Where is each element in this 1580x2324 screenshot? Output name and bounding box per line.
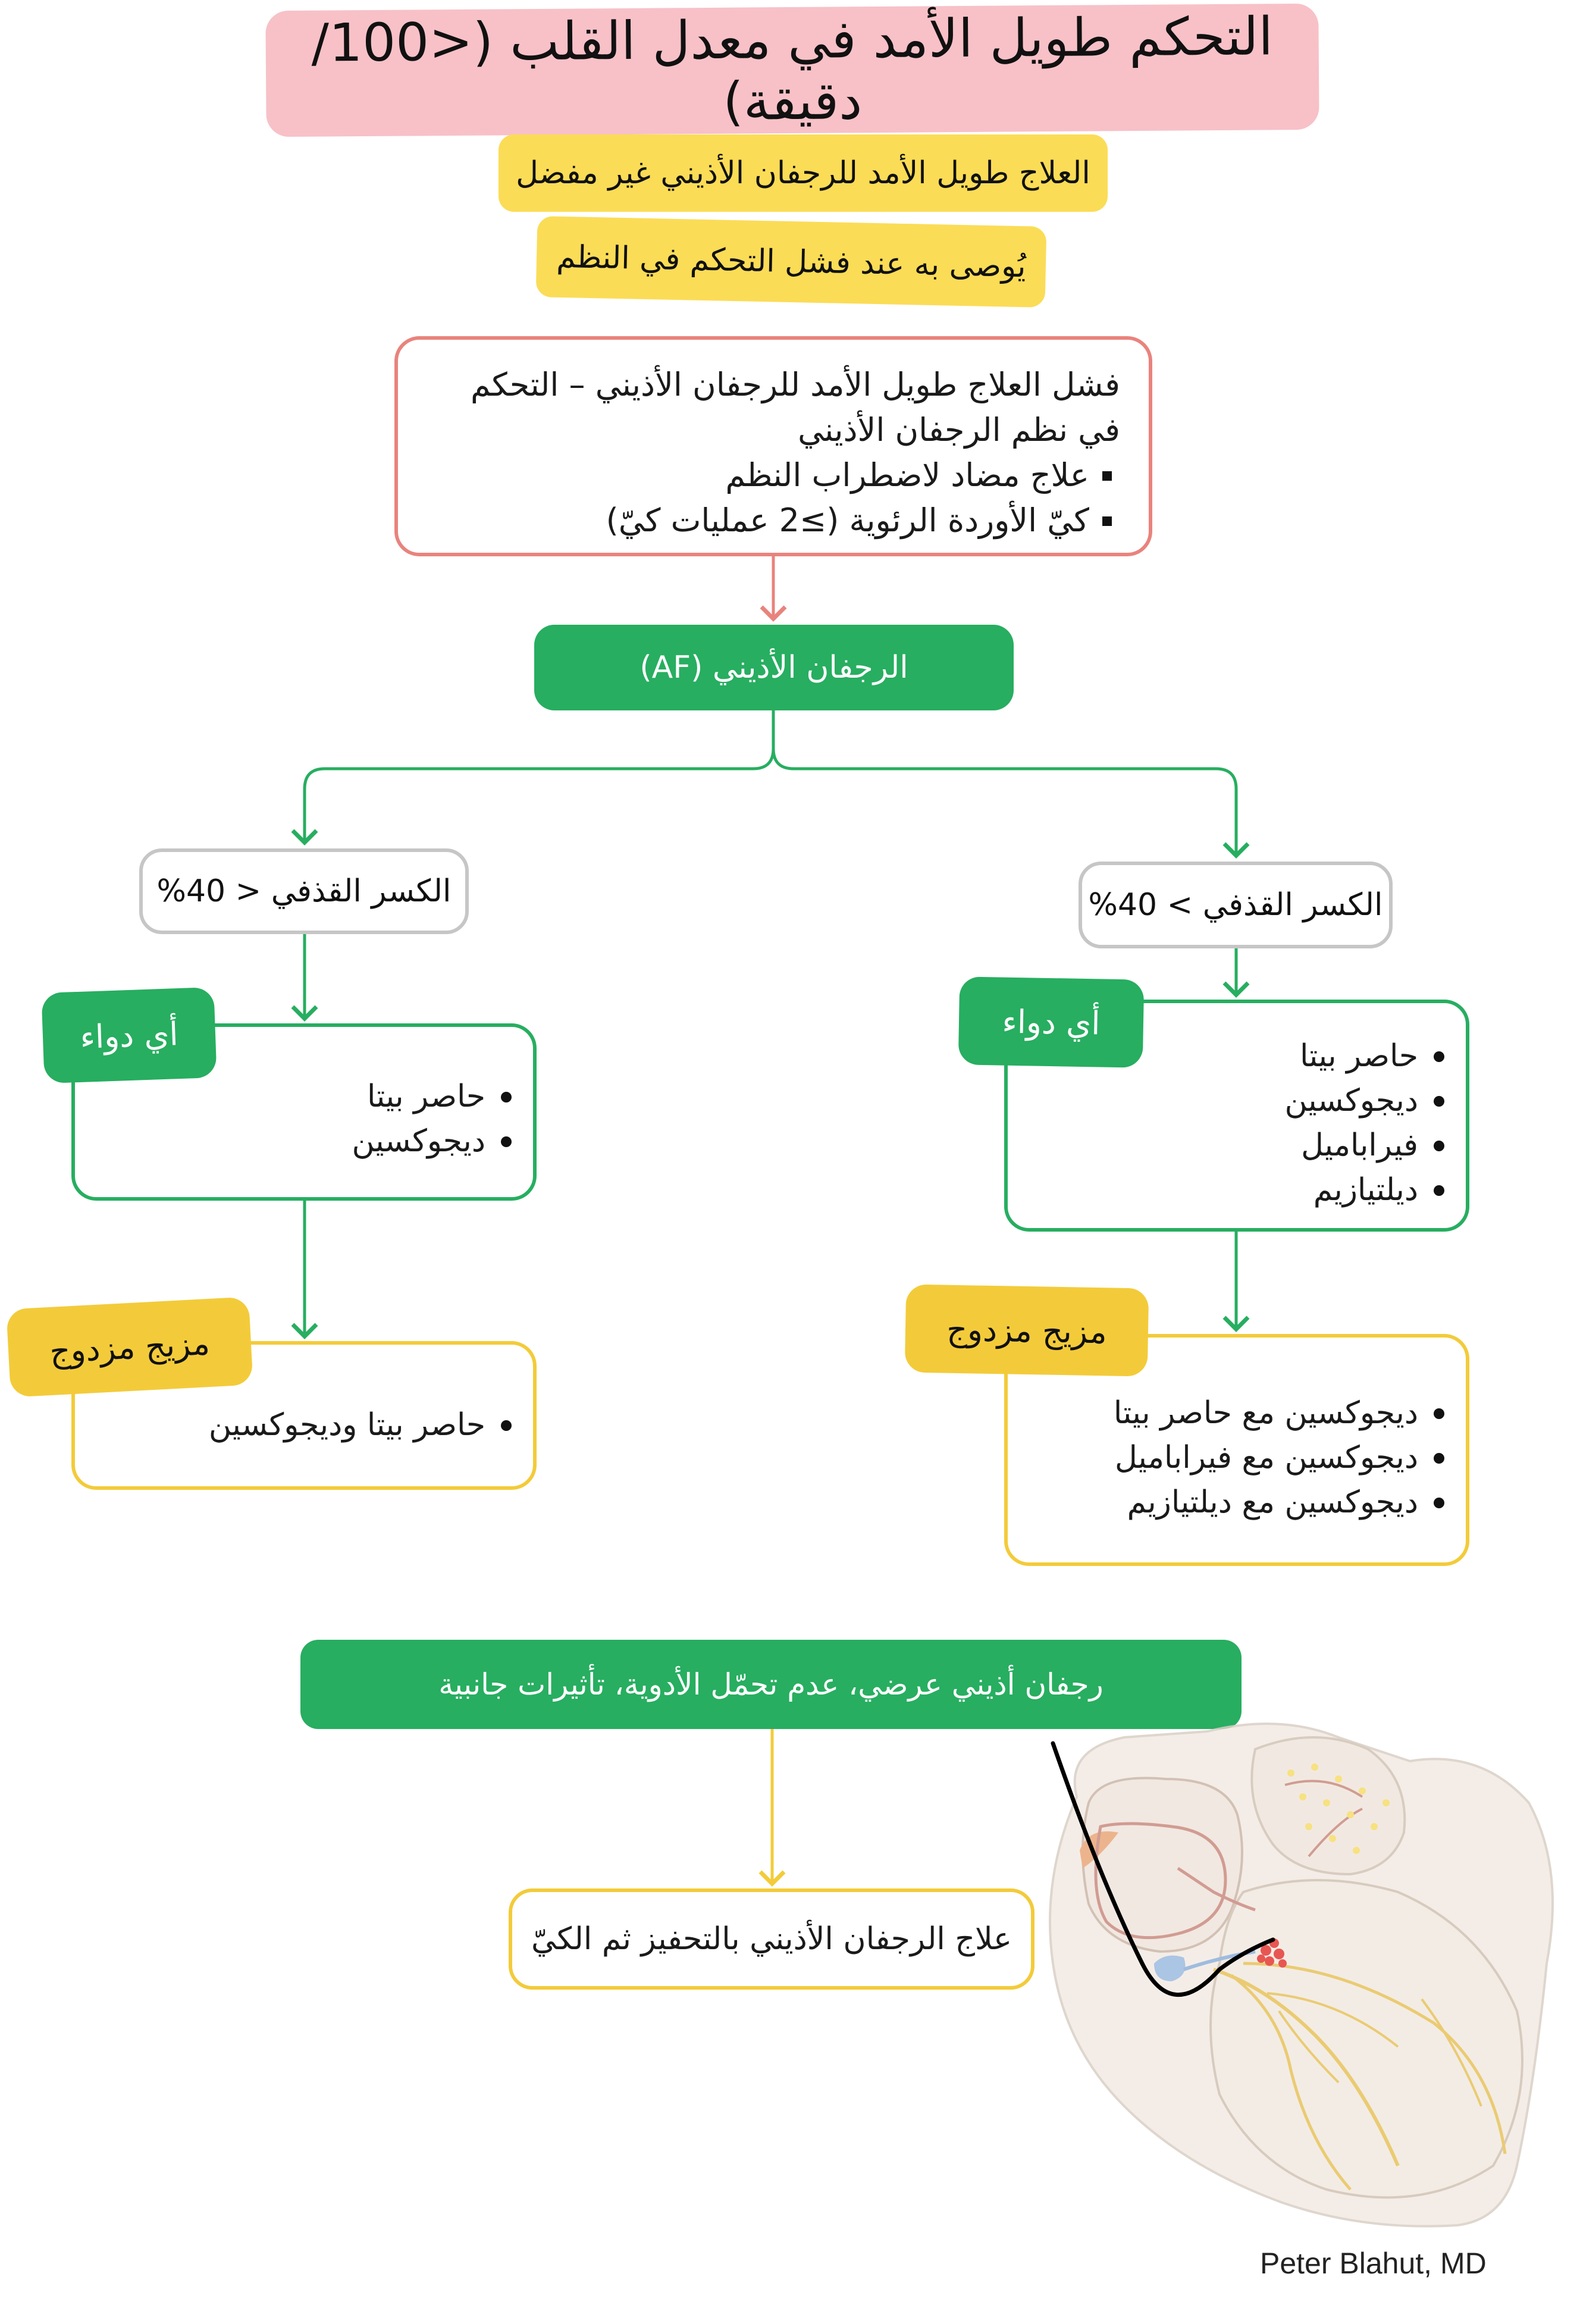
right-drug-item: ديلتيازيم xyxy=(1008,1168,1466,1213)
left-drug-list-box: حاصر بيتا ديجوكسين xyxy=(71,1023,537,1201)
failure-box: فشل العلاج طويل الأمد للرجفان الأذيني – … xyxy=(394,336,1152,556)
arrow-af-to-right xyxy=(772,748,1250,859)
left-any-drug-tag: أي دواء xyxy=(41,986,217,1084)
note-recommended-text: يُوصى به عند فشل التحكم في النظم xyxy=(556,239,1027,285)
af-label: الرجفان الأذيني (AF) xyxy=(639,650,908,685)
left-drug-item: ديجوكسين xyxy=(75,1119,533,1164)
final-label: علاج الرجفان الأذيني بالتحفيز ثم الكيّ xyxy=(531,1921,1012,1957)
failure-item-ablation: كيّ الأوردة الرئوية (≥2 عمليات كيّ) xyxy=(427,498,1112,543)
right-combo-item: ديجوكسين مع فيراباميل xyxy=(1008,1436,1466,1480)
failure-list: علاج مضاد لاضطراب النظم كيّ الأوردة الرئ… xyxy=(427,453,1120,543)
arrow-af-to-left xyxy=(291,710,775,845)
left-drug-item: حاصر بيتا xyxy=(75,1075,533,1119)
left-any-drug-label: أي دواء xyxy=(79,1014,179,1056)
ef-high-node: الكسر القذفي > 40% xyxy=(1079,862,1393,948)
right-drug-item: حاصر بيتا xyxy=(1008,1034,1466,1079)
right-any-drug-tag: أي دواء xyxy=(958,976,1145,1068)
right-dual-combo-label: مزيج مزدوج xyxy=(946,1310,1108,1351)
left-dual-combo-tag: مزيج مزدوج xyxy=(6,1296,253,1398)
symptoms-label: رجفان أذيني عرضي، عدم تحمّل الأدوية، تأث… xyxy=(438,1667,1104,1702)
ef-low-node: الكسر القذفي < 40% xyxy=(139,848,469,934)
ef-high-label: الكسر القذفي > 40% xyxy=(1088,887,1383,923)
left-drug-list: حاصر بيتا ديجوكسين xyxy=(75,1075,533,1164)
right-combo-item: ديجوكسين مع ديلتيازيم xyxy=(1008,1480,1466,1525)
page-title: التحكم طويل الأمد في معدل القلب (<100/دق… xyxy=(265,3,1319,137)
right-any-drug-label: أي دواء xyxy=(1001,1003,1101,1042)
right-dual-combo-tag: مزيج مزدوج xyxy=(904,1284,1149,1377)
right-drug-item: ديجوكسين xyxy=(1008,1079,1466,1123)
author-credit-text: Peter Blahut, MD xyxy=(1260,2247,1487,2280)
af-node: الرجفان الأذيني (AF) xyxy=(534,625,1014,710)
heart-illustration xyxy=(1049,1722,1554,2228)
ef-low-label: الكسر القذفي < 40% xyxy=(156,873,452,909)
note-recommended: يُوصى به عند فشل التحكم في النظم xyxy=(535,216,1047,308)
right-drug-list: حاصر بيتا ديجوكسين فيراباميل ديلتيازيم xyxy=(1008,1034,1466,1213)
final-node: علاج الرجفان الأذيني بالتحفيز ثم الكيّ xyxy=(509,1888,1034,1990)
right-drug-item: فيراباميل xyxy=(1008,1123,1466,1168)
author-credit: Peter Blahut, MD xyxy=(1260,2246,1557,2294)
note-not-preferred: العلاج طويل الأمد للرجفان الأذيني غير مف… xyxy=(499,134,1108,212)
right-combo-list: ديجوكسين مع حاصر بيتا ديجوكسين مع فيرابا… xyxy=(1008,1391,1466,1525)
left-combo-list: حاصر بيتا وديجوكسين xyxy=(75,1403,533,1448)
left-combo-item: حاصر بيتا وديجوكسين xyxy=(75,1403,533,1448)
note-not-preferred-text: العلاج طويل الأمد للرجفان الأذيني غير مف… xyxy=(516,155,1090,191)
symptoms-node: رجفان أذيني عرضي، عدم تحمّل الأدوية، تأث… xyxy=(300,1640,1242,1729)
page-title-text: التحكم طويل الأمد في معدل القلب (<100/دق… xyxy=(311,5,1274,132)
failure-heading: فشل العلاج طويل الأمد للرجفان الأذيني – … xyxy=(471,366,1120,449)
failure-item-antiarrhythmic: علاج مضاد لاضطراب النظم xyxy=(427,453,1112,498)
left-dual-combo-label: مزيج مزدوج xyxy=(48,1324,211,1370)
right-combo-item: ديجوكسين مع حاصر بيتا xyxy=(1008,1391,1466,1436)
